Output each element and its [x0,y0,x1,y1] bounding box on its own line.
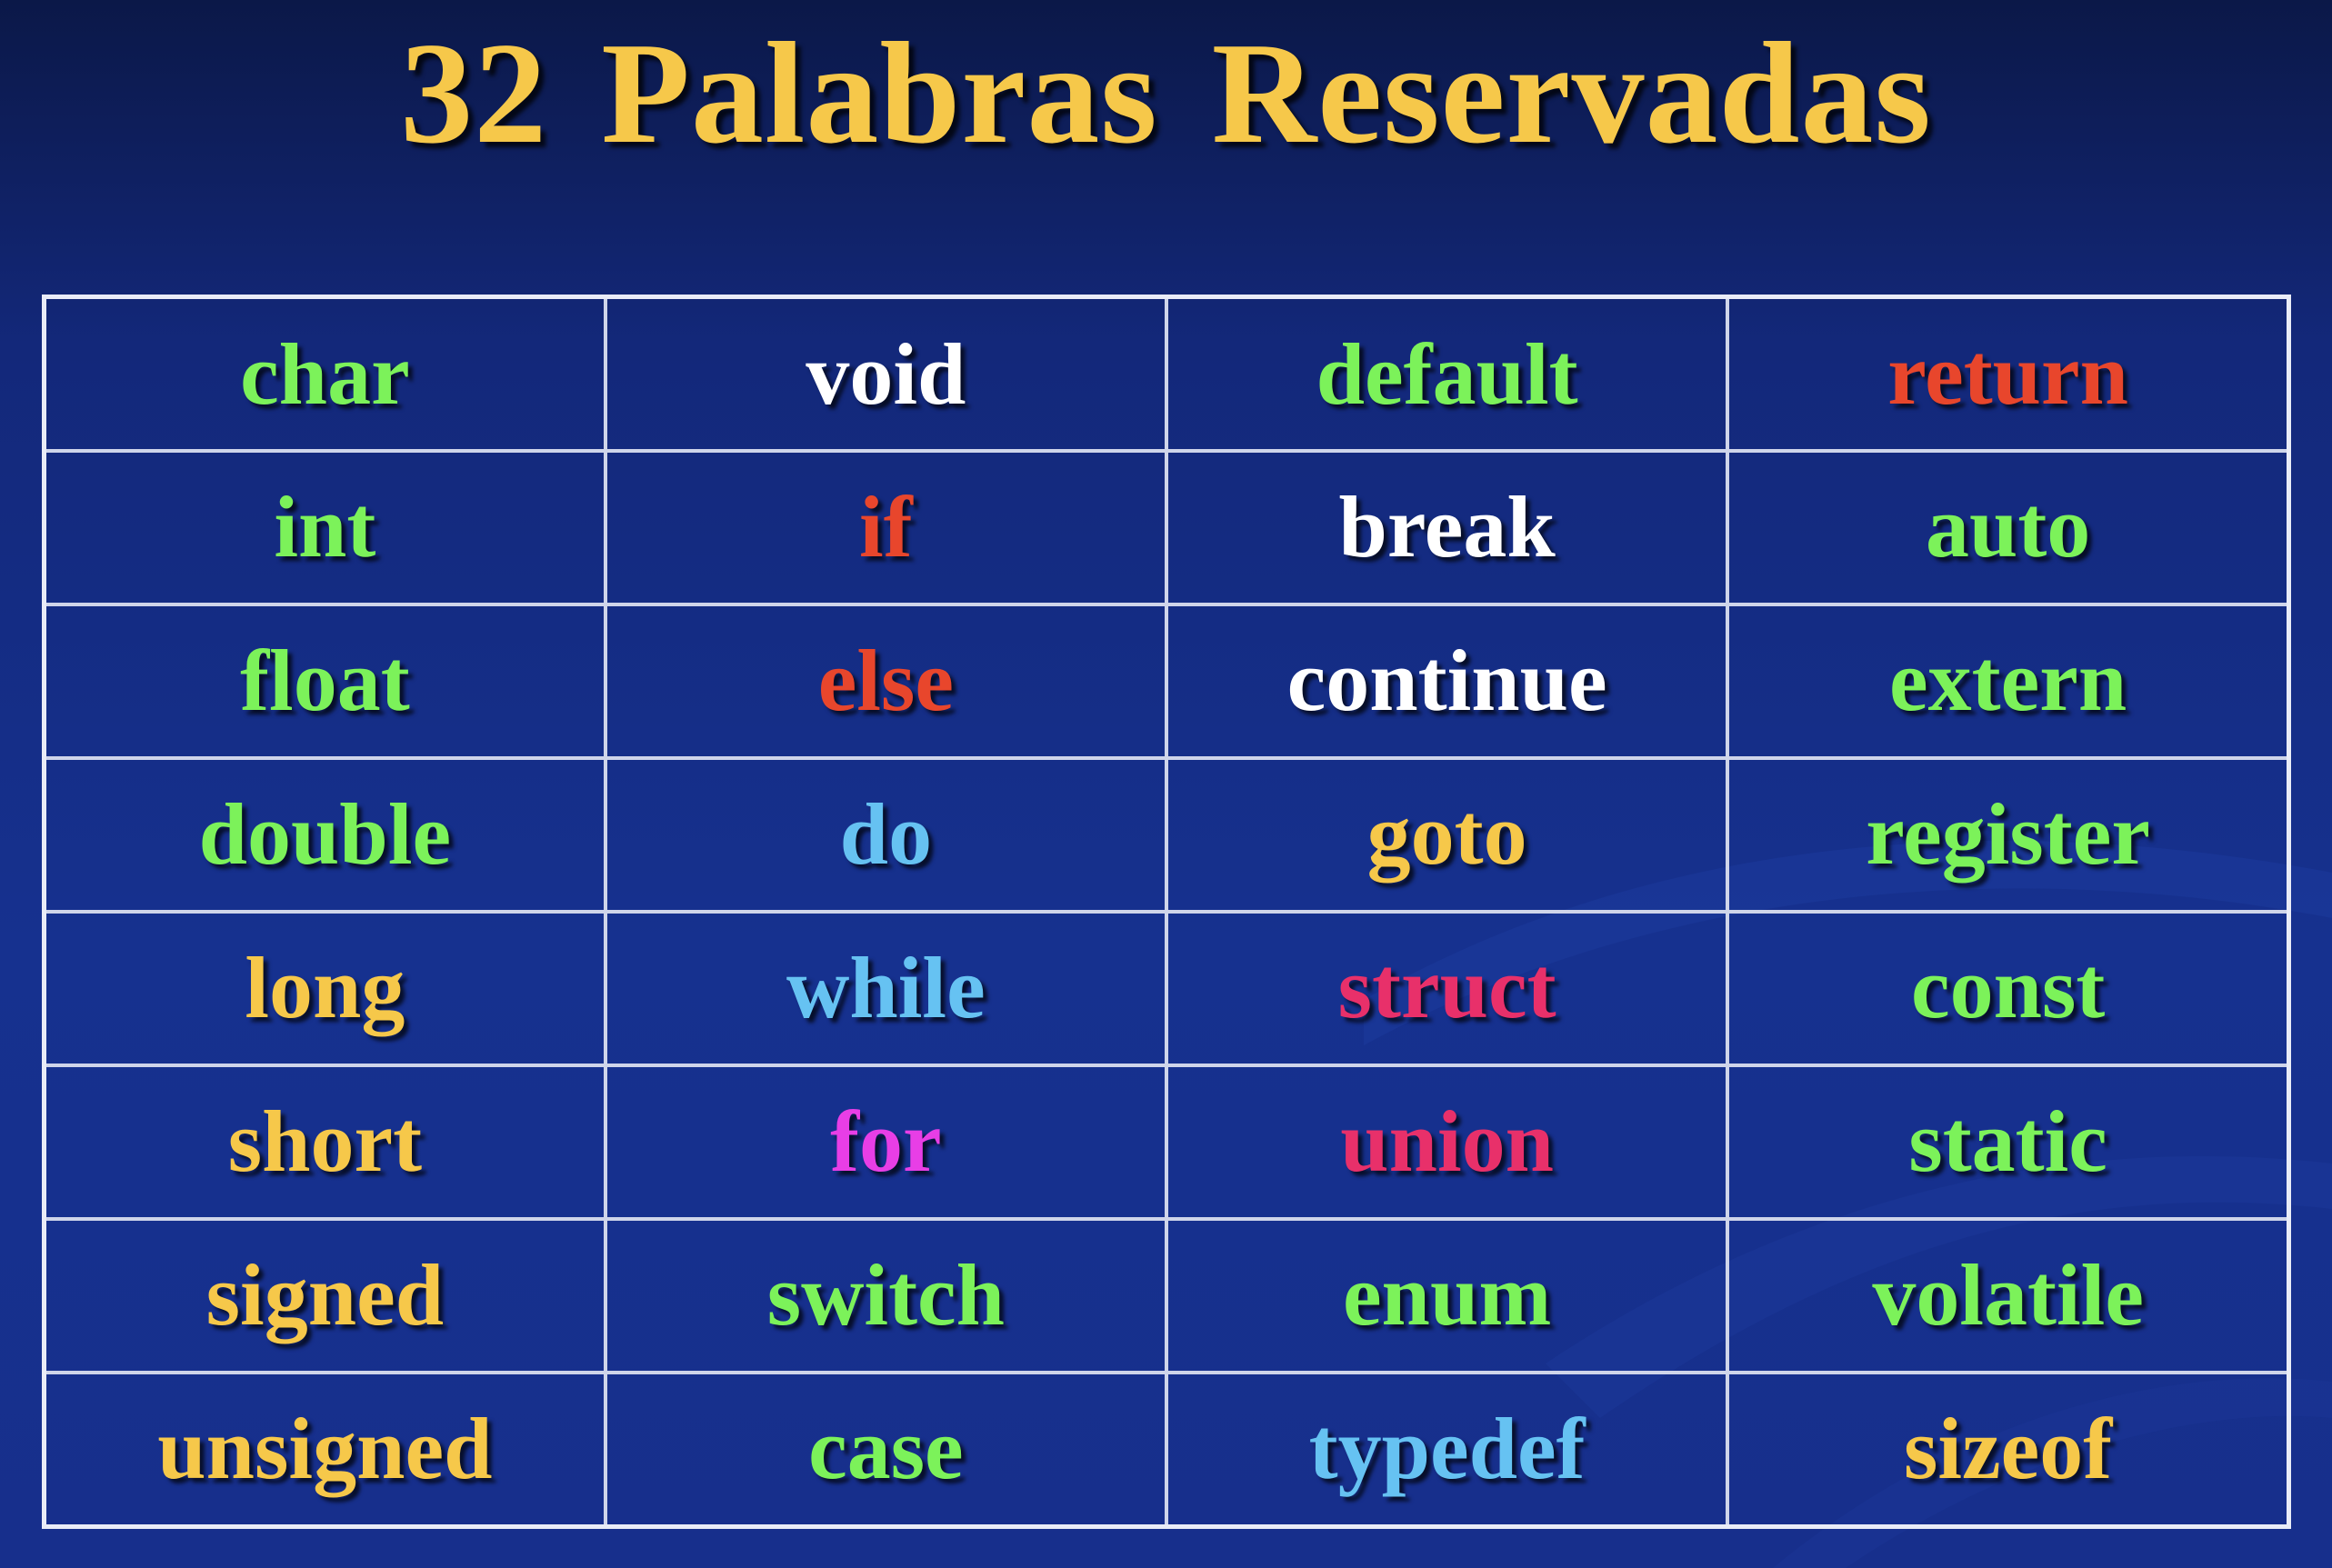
keyword-cell: long [42,909,607,1067]
keyword-cell: int [42,449,607,606]
keyword-cell: float [42,602,607,760]
keyword-cell: register [1726,755,2291,914]
keyword-cell: break [1164,449,1730,606]
keyword-cell: for [603,1063,1169,1221]
keyword-cell: goto [1164,755,1730,914]
keyword-cell: if [603,449,1169,606]
keyword-cell: static [1726,1063,2291,1221]
keyword-cell: while [603,909,1169,1067]
keyword-cell: signed [42,1216,607,1374]
keyword-cell: case [603,1370,1169,1529]
keyword-cell: const [1726,909,2291,1067]
keyword-cell: extern [1726,602,2291,760]
keyword-cell: union [1164,1063,1730,1221]
keyword-cell: else [603,602,1169,760]
keyword-cell: volatile [1726,1216,2291,1374]
keyword-cell: double [42,755,607,914]
keyword-cell: auto [1726,449,2291,606]
keyword-cell: struct [1164,909,1730,1067]
keyword-cell: enum [1164,1216,1730,1374]
keyword-cell: short [42,1063,607,1221]
keyword-cell: continue [1164,602,1730,760]
keyword-cell: sizeof [1726,1370,2291,1529]
page-title: 32 Palabras Reservadas [400,12,1932,174]
keyword-cell: switch [603,1216,1169,1374]
keyword-cell: void [603,295,1169,453]
keyword-cell: return [1726,295,2291,453]
keyword-cell: default [1164,295,1730,453]
keyword-cell: do [603,755,1169,914]
keyword-cell: unsigned [42,1370,607,1529]
keyword-cell: typedef [1164,1370,1730,1529]
keyword-cell: char [42,295,607,453]
